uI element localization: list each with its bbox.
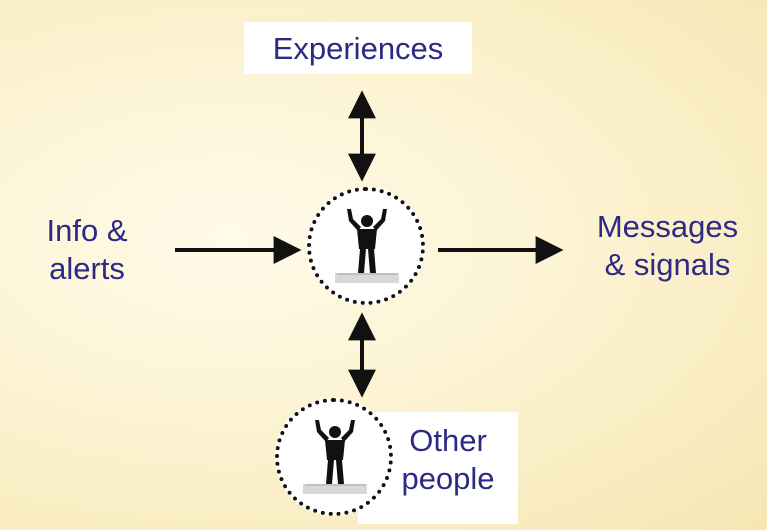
center-person-node xyxy=(307,187,425,305)
messages-signals-label: Messages & signals xyxy=(596,209,739,282)
person-arms-raised-icon xyxy=(335,209,399,283)
experiences-label-box xyxy=(244,22,472,74)
other-person-node xyxy=(275,398,393,516)
person-arms-raised-icon xyxy=(303,420,367,494)
info-alerts-label: Info & alerts xyxy=(46,213,128,286)
other-people-label: Other people xyxy=(401,423,495,496)
experiences-label: Experiences xyxy=(272,31,444,66)
